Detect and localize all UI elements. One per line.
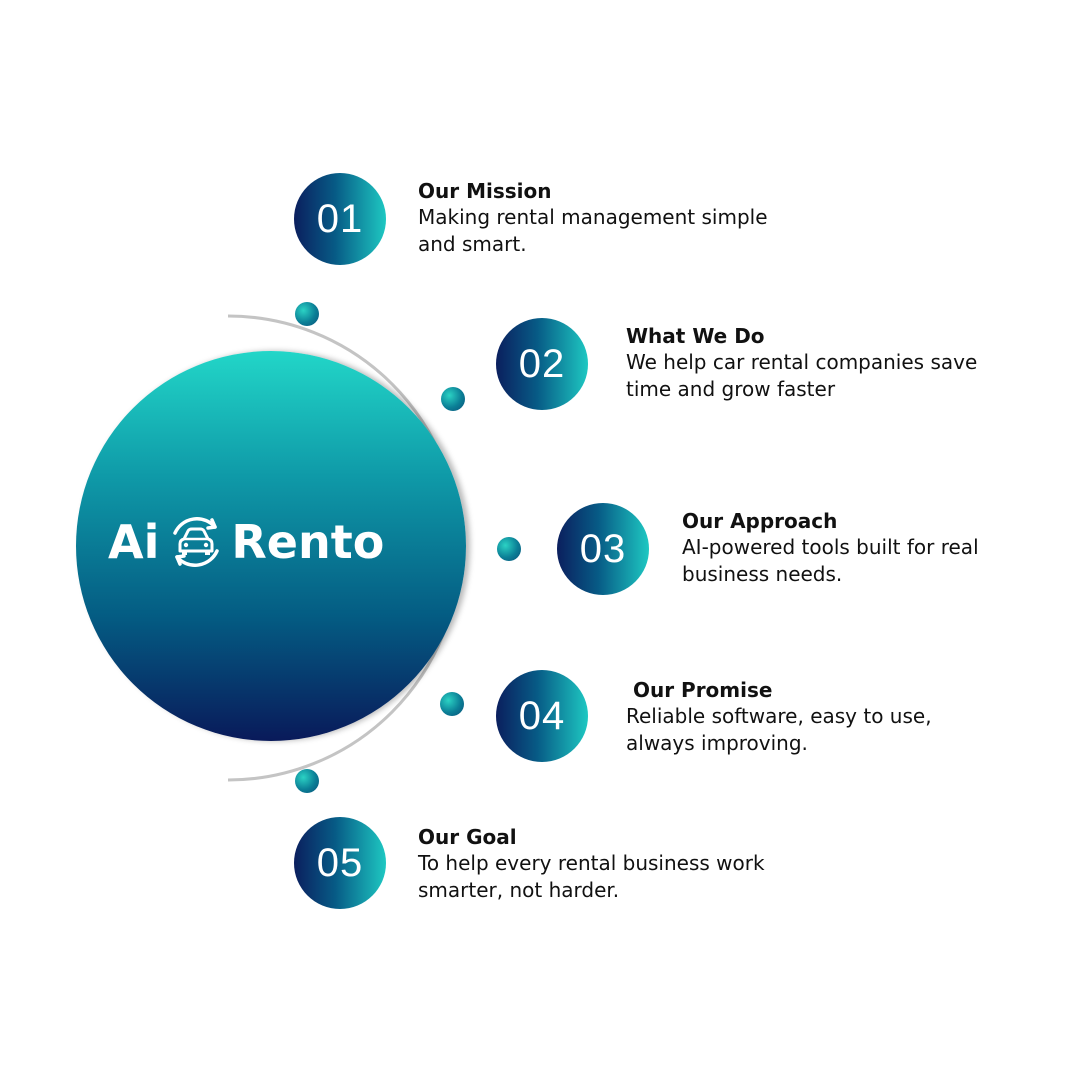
step-title: What We Do bbox=[626, 324, 765, 348]
car-swap-icon bbox=[165, 511, 227, 573]
logo-text-ai: Ai bbox=[108, 515, 160, 569]
step-title: Our Approach bbox=[682, 509, 838, 533]
arc-dot-3 bbox=[497, 537, 521, 561]
step-description: We help car rental companies save time a… bbox=[626, 350, 978, 401]
step-description: To help every rental business work smart… bbox=[418, 851, 765, 902]
step-badge-03: 03 bbox=[557, 503, 649, 595]
step-title: Our Mission bbox=[418, 179, 552, 203]
step-badge-02: 02 bbox=[496, 318, 588, 410]
step-description: AI-powered tools built for real business… bbox=[682, 535, 979, 586]
step-item-03: Our Approach AI-powered tools built for … bbox=[682, 508, 979, 588]
arc-dot-5 bbox=[295, 769, 319, 793]
step-number: 03 bbox=[579, 526, 627, 571]
step-badge-01: 01 bbox=[294, 173, 386, 265]
step-number: 01 bbox=[316, 196, 364, 241]
step-description: Reliable software, easy to use, always i… bbox=[626, 704, 932, 755]
brand-circle bbox=[76, 351, 466, 741]
step-number: 04 bbox=[518, 693, 566, 738]
arc-dot-4 bbox=[440, 692, 464, 716]
step-number: 02 bbox=[518, 341, 566, 386]
logo-text-rento: Rento bbox=[231, 515, 385, 569]
ai-rento-logo: Ai Rento bbox=[108, 508, 418, 576]
step-badge-04: 04 bbox=[496, 670, 588, 762]
step-item-05: Our Goal To help every rental business w… bbox=[418, 824, 765, 904]
step-title: Our Promise bbox=[626, 678, 773, 702]
step-item-02: What We Do We help car rental companies … bbox=[626, 323, 977, 403]
step-item-04: Our Promise Reliable software, easy to u… bbox=[626, 677, 932, 757]
step-item-01: Our Mission Making rental management sim… bbox=[418, 178, 768, 258]
step-title: Our Goal bbox=[418, 825, 517, 849]
step-description: Making rental management simple and smar… bbox=[418, 205, 768, 256]
arc-dot-1 bbox=[295, 302, 319, 326]
step-badge-05: 05 bbox=[294, 817, 386, 909]
step-number: 05 bbox=[316, 840, 364, 885]
arc-dot-2 bbox=[441, 387, 465, 411]
